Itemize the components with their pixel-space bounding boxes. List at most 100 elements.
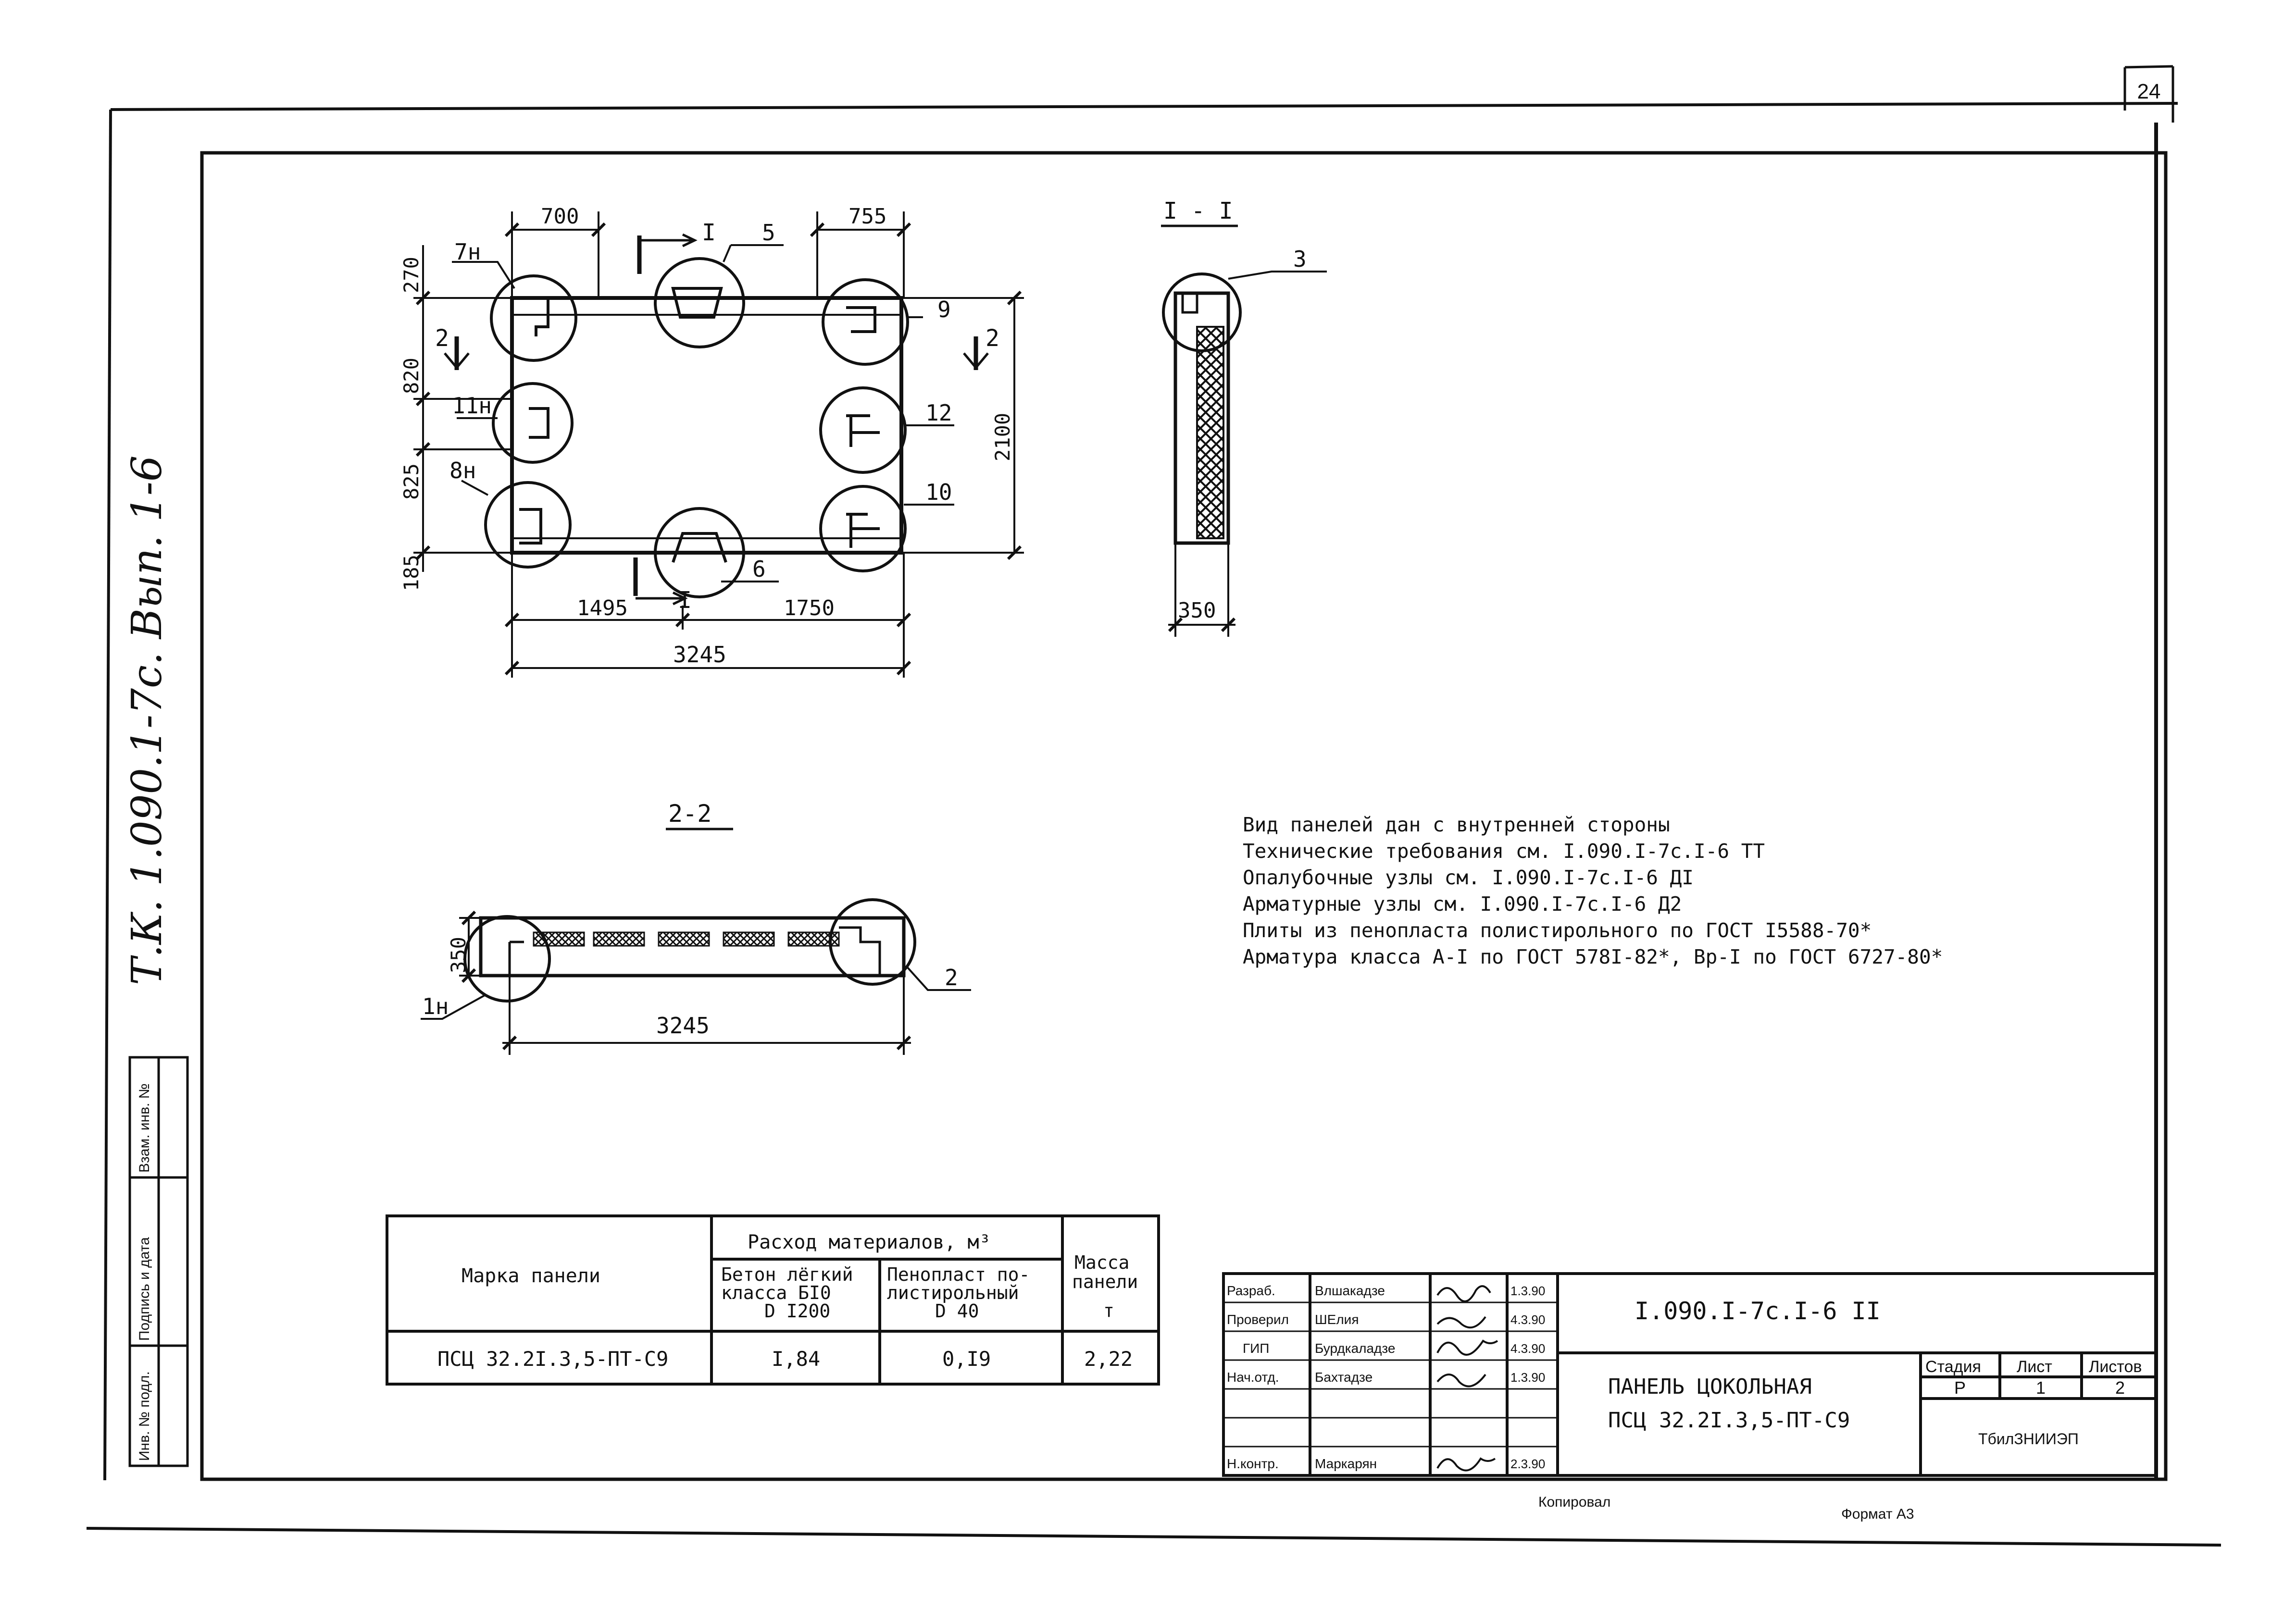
note-line: Арматурные узлы см. I.090.I-7с.I-6 Д2 bbox=[1243, 892, 1682, 916]
table-header-concrete: D I200 bbox=[764, 1300, 830, 1322]
title-block-date: 2.3.90 bbox=[1510, 1457, 1545, 1471]
dim-820: 820 bbox=[399, 358, 423, 394]
callout-9: 9 bbox=[937, 297, 951, 322]
dimension-ticks bbox=[415, 222, 1022, 676]
sheet-number: 24 bbox=[2137, 80, 2161, 103]
section-2-2-title: 2-2 bbox=[668, 800, 711, 828]
title-block-title: ПАНЕЛЬ ЦОКОЛЬНАЯ bbox=[1608, 1374, 1812, 1399]
title-block-role: Нач.отд. bbox=[1227, 1370, 1279, 1385]
title-block-designation: I.090.I-7с.I-6 II bbox=[1635, 1297, 1881, 1325]
table-header-concrete: Бетон лёгкий bbox=[721, 1264, 853, 1285]
node-details bbox=[519, 287, 880, 563]
table-cell-mass: 2,22 bbox=[1084, 1347, 1133, 1371]
section-2-2-callout-2: 2 bbox=[945, 965, 958, 991]
title-block-sheets-header: Листов bbox=[2089, 1358, 2142, 1376]
callout-5: 5 bbox=[762, 220, 775, 246]
dimension-lines bbox=[413, 211, 1024, 678]
section-1-1-title: I - I bbox=[1163, 198, 1233, 224]
title-block-role: Н.контр. bbox=[1227, 1456, 1279, 1471]
section-2-2-callout-1n: 1н bbox=[422, 993, 449, 1019]
footer-format: Формат А3 bbox=[1841, 1506, 1914, 1522]
section-1-1-callout-3: 3 bbox=[1293, 246, 1307, 272]
title-block-stage: Р bbox=[1954, 1378, 1966, 1398]
dim-2100: 2100 bbox=[991, 413, 1014, 461]
title-block-name: ШЕлия bbox=[1315, 1312, 1359, 1327]
table-header-foam: листирольный bbox=[887, 1282, 1019, 1303]
section-mark-right: 2 bbox=[986, 325, 999, 352]
title-block-sheet-header: Лист bbox=[2017, 1358, 2052, 1376]
callout-10: 10 bbox=[925, 479, 952, 505]
note-line: Арматура класса А-I по ГОСТ 578I-82*, Вр… bbox=[1243, 945, 1943, 968]
material-table: Марка панели Расход материалов, м³ Бетон… bbox=[386, 1214, 1160, 1386]
title-block-name: Бахтадзе bbox=[1315, 1370, 1373, 1385]
title-block: Разраб. Проверил ГИП Нач.отд. Н.контр. В… bbox=[1222, 1272, 2158, 1477]
title-block-date: 1.3.90 bbox=[1510, 1370, 1545, 1385]
table-header-foam: Пенопласт по- bbox=[887, 1264, 1030, 1285]
note-line: Опалубочные узлы см. I.090.I-7с.I-6 ДI bbox=[1243, 866, 1694, 889]
side-stamp-replace: Взам. инв. № bbox=[137, 1083, 152, 1173]
table-cell-mark: ПСЦ 32.2I.3,5-ПТ-С9 bbox=[437, 1347, 668, 1371]
dim-270: 270 bbox=[399, 257, 423, 293]
node-circles bbox=[484, 257, 909, 598]
table-header-consumption: Расход материалов, м³ bbox=[748, 1231, 991, 1253]
callout-12: 12 bbox=[925, 400, 952, 426]
table-cell-foam: 0,I9 bbox=[942, 1347, 991, 1371]
note-line: Технические требования см. I.090.I-7с.I-… bbox=[1243, 840, 1765, 863]
section-1-1-dim-350: 350 bbox=[1178, 598, 1216, 623]
callout-7n: 7н bbox=[454, 239, 481, 265]
title-block-sheets: 2 bbox=[2115, 1378, 2125, 1398]
table-header-mass: Масса bbox=[1074, 1252, 1129, 1273]
callout-6: 6 bbox=[752, 556, 766, 582]
title-block-date: 1.3.90 bbox=[1510, 1284, 1545, 1298]
panel-outline bbox=[510, 296, 903, 555]
section-mark-bottom: I bbox=[678, 587, 692, 614]
callout-8n: 8н bbox=[449, 458, 476, 483]
footer-copied: Копировал bbox=[1538, 1494, 1610, 1510]
table-header-mass: т bbox=[1103, 1300, 1114, 1321]
dim-1495: 1495 bbox=[577, 596, 628, 620]
section-marks bbox=[444, 233, 989, 606]
dim-700: 700 bbox=[541, 204, 579, 229]
table-header-foam: D 40 bbox=[935, 1300, 979, 1322]
dim-185: 185 bbox=[399, 555, 423, 591]
section-2-2-dim-350: 350 bbox=[447, 937, 470, 973]
note-line: Вид панелей дан с внутренней стороны bbox=[1243, 813, 1670, 836]
table-header-mass: панели bbox=[1072, 1271, 1138, 1292]
dim-1750: 1750 bbox=[784, 596, 835, 620]
table-header-mark: Марка панели bbox=[462, 1265, 600, 1287]
title-block-sheet: 1 bbox=[2036, 1378, 2046, 1398]
section-mark-top: I bbox=[702, 219, 716, 246]
title-block-role: ГИП bbox=[1243, 1341, 1269, 1356]
side-inscription: Т.К. 1.090.1-7с. Вып. 1-6 bbox=[123, 455, 171, 985]
dim-3245: 3245 bbox=[673, 642, 726, 668]
signatures bbox=[1436, 1285, 1498, 1472]
side-stamp-sign: Подпись и дата bbox=[137, 1237, 152, 1341]
title-block-stage-header: Стадия bbox=[1925, 1358, 1981, 1376]
section-2-2: 2-2 350 1н 2 3245 bbox=[421, 800, 971, 1055]
table-cell-concrete: I,84 bbox=[772, 1347, 820, 1371]
note-line: Плиты из пенопласта полистирольного по Г… bbox=[1243, 919, 1872, 942]
table-header-concrete: класса БI0 bbox=[721, 1282, 831, 1303]
section-mark-left: 2 bbox=[435, 325, 449, 352]
title-block-title: ПСЦ 32.2I.3,5-ПТ-С9 bbox=[1608, 1408, 1850, 1433]
title-block-organization: ТбилЗНИИЭП bbox=[1978, 1430, 2079, 1448]
plan-view: I I 2 2 bbox=[399, 204, 1024, 678]
title-block-name: Влшакадзе bbox=[1315, 1283, 1385, 1298]
section-1-1: I - I 3 350 bbox=[1161, 198, 1327, 637]
callout-11n: 11н bbox=[452, 393, 492, 419]
sheet-frame bbox=[86, 65, 2221, 1547]
title-block-date: 4.3.90 bbox=[1510, 1312, 1545, 1327]
title-block-name: Маркарян bbox=[1315, 1456, 1377, 1471]
side-stamp-inv: Инв. № подл. bbox=[137, 1371, 152, 1461]
section-2-2-dim-3245: 3245 bbox=[656, 1013, 710, 1039]
foam-blocks bbox=[533, 931, 840, 947]
callout-leaders bbox=[452, 244, 954, 582]
dim-825: 825 bbox=[399, 463, 423, 500]
title-block-role: Проверил bbox=[1227, 1312, 1289, 1327]
title-block-role: Разраб. bbox=[1227, 1283, 1275, 1298]
dim-755: 755 bbox=[849, 204, 886, 229]
title-block-name: Бурдкаладзе bbox=[1315, 1341, 1396, 1356]
title-block-date: 4.3.90 bbox=[1510, 1341, 1545, 1356]
notes: Вид панелей дан с внутренней стороны Тех… bbox=[1243, 813, 1943, 968]
